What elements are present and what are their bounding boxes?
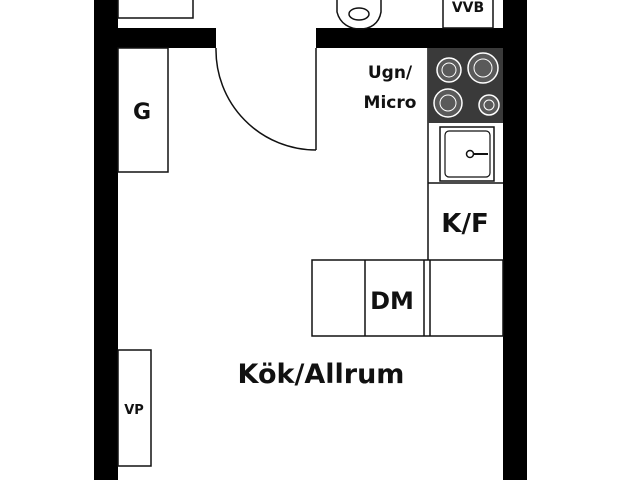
sink-icon (439, 126, 495, 182)
label-kf: K/F (441, 209, 488, 239)
right-outer-wall (503, 0, 527, 480)
upper-left-fixture (117, 0, 194, 19)
door-swing-icon (215, 47, 317, 151)
label-g: G (133, 100, 151, 125)
room-label: Kök/Allrum (238, 359, 405, 390)
label-vvb: VVB (452, 0, 484, 16)
label-micro: Micro (364, 93, 417, 113)
label-dm: DM (370, 287, 414, 315)
vvb-box (442, 0, 494, 29)
stove-icon (428, 48, 503, 123)
vp-cabinet (117, 349, 152, 467)
toilet-icon (336, 0, 382, 30)
left-outer-wall (94, 0, 118, 480)
upper-room-fixtures (117, 0, 494, 30)
walls (94, 0, 527, 480)
label-ugn: Ugn/ (368, 63, 413, 83)
g-cabinet (117, 47, 169, 173)
label-vp: VP (124, 403, 144, 418)
inner-wall-left-segment (94, 28, 216, 48)
lower-counter (311, 259, 504, 337)
inner-wall-right-segment (316, 28, 527, 48)
